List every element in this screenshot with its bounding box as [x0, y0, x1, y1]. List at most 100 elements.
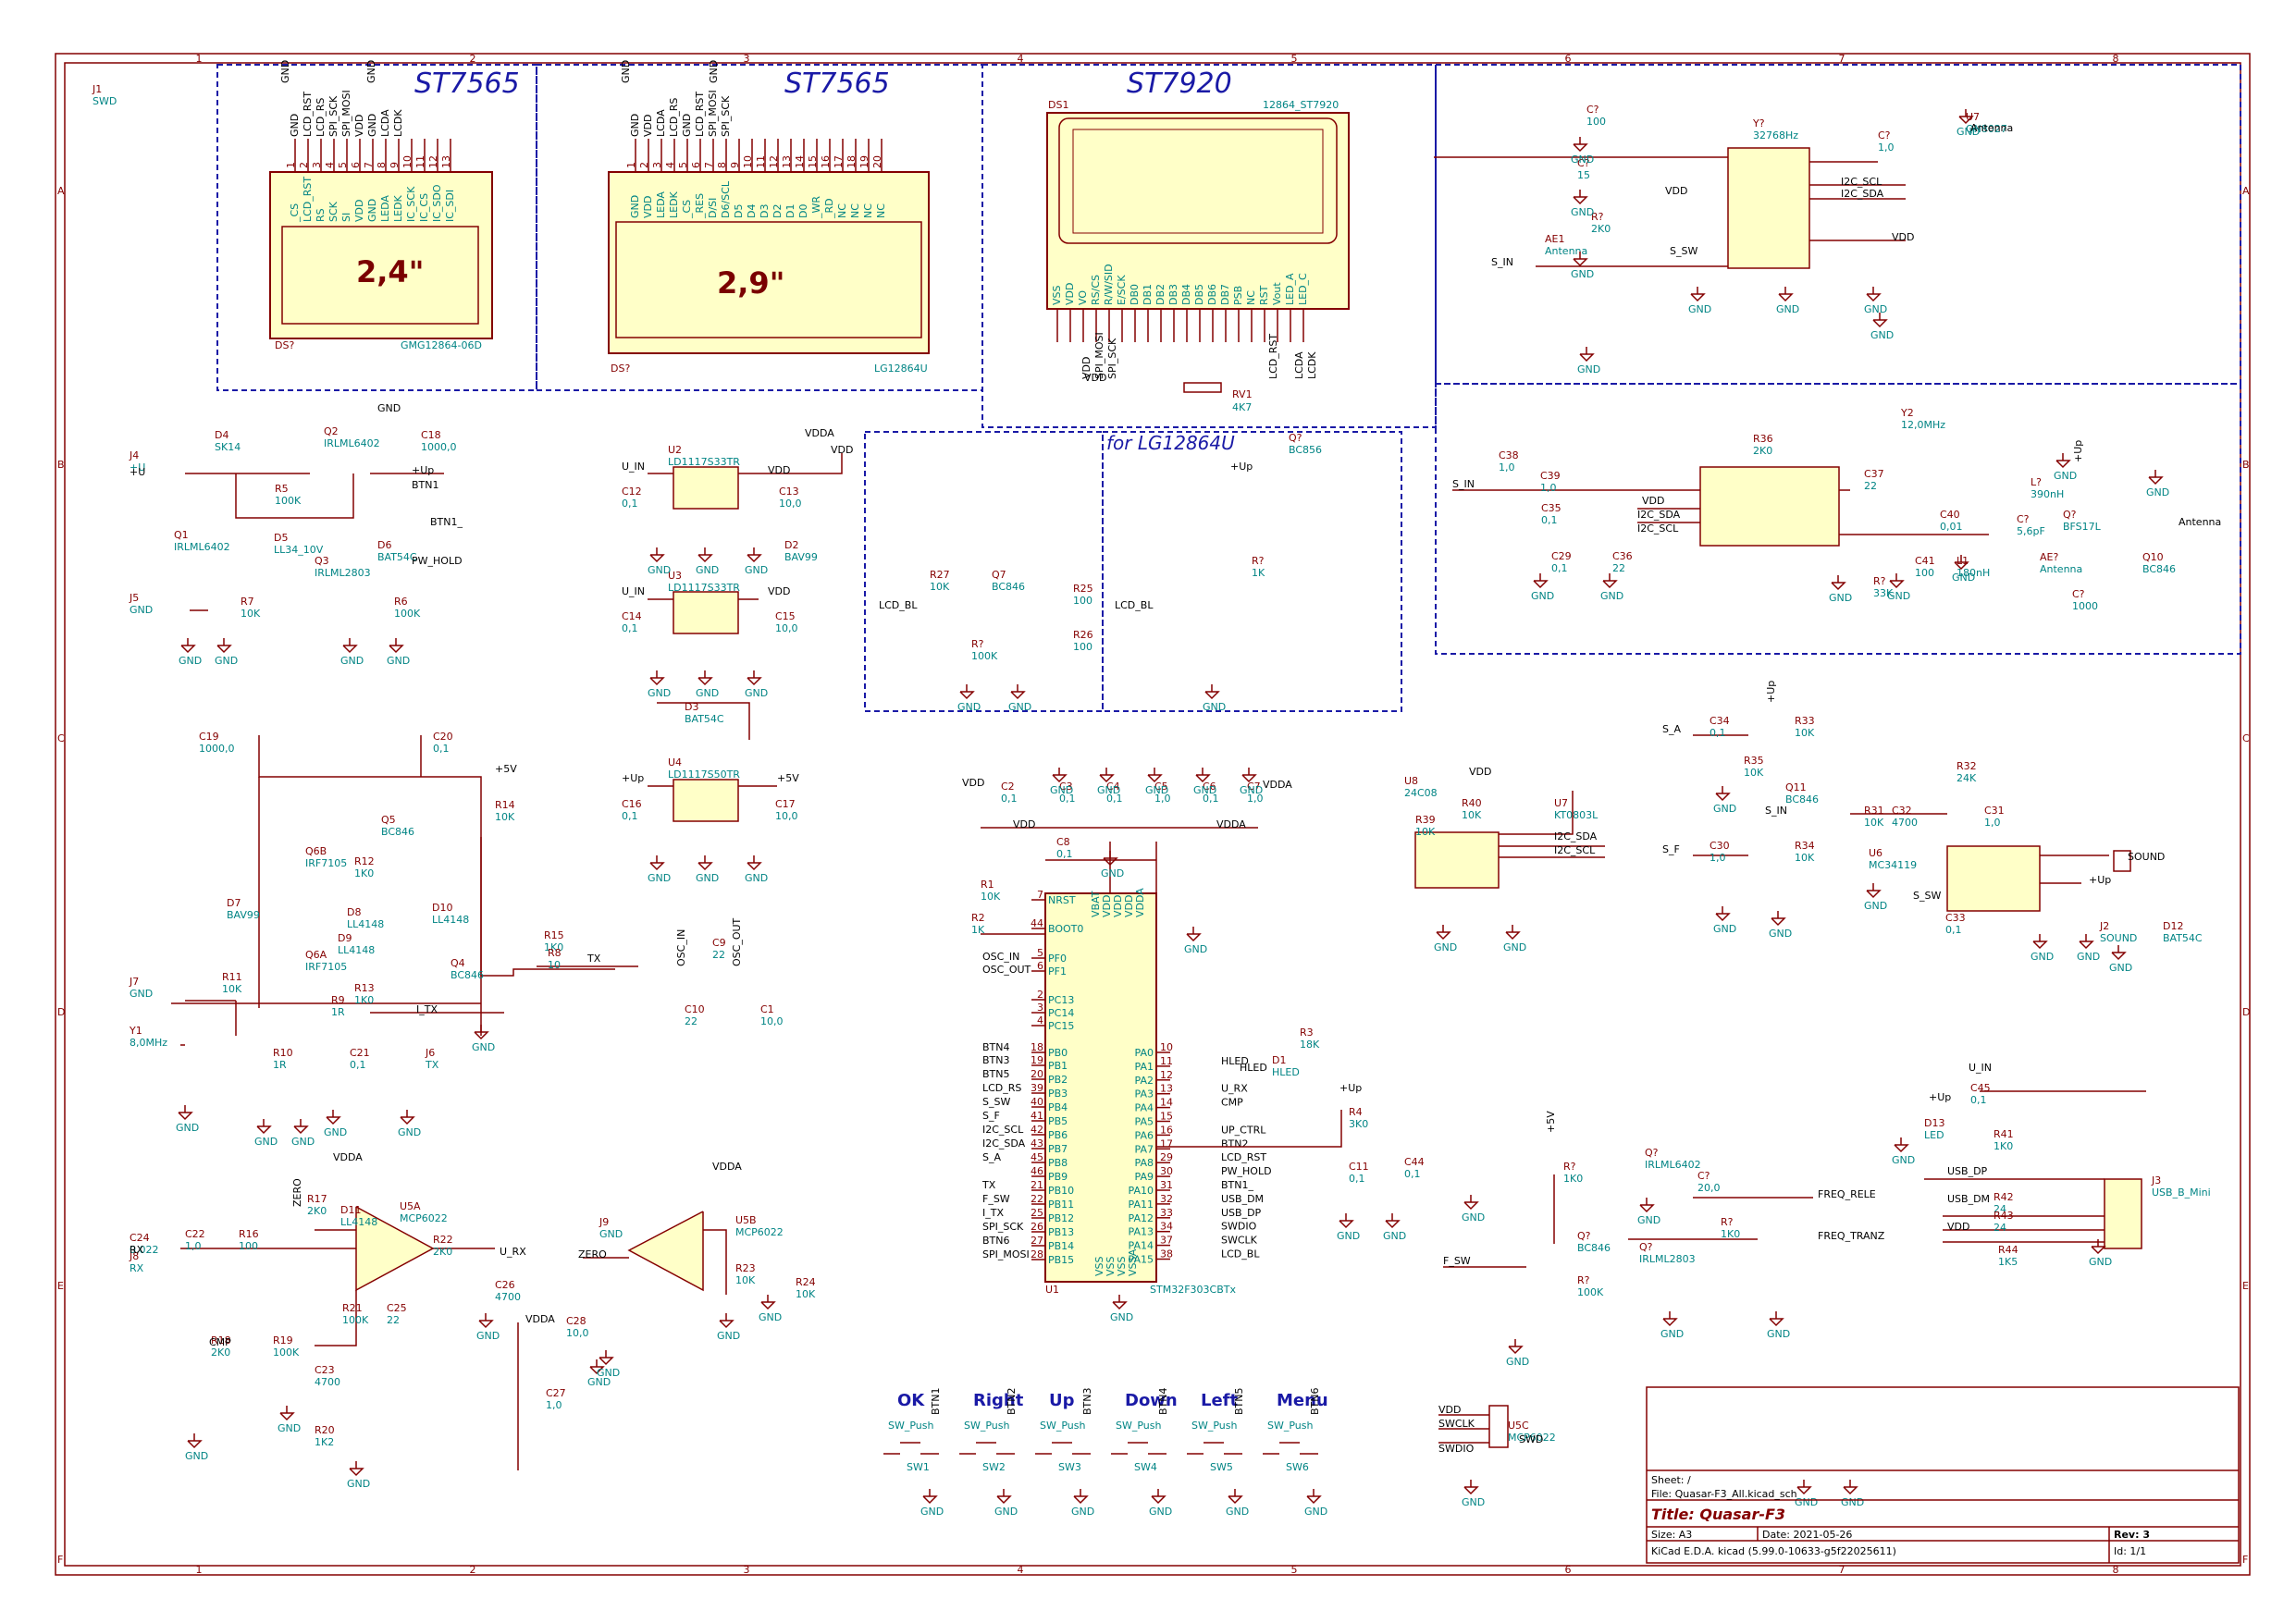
component-ref: R32 [1957, 760, 1977, 772]
component-value: +U [130, 461, 145, 473]
mcu-pin-number: 31 [1160, 1179, 1173, 1191]
mcu-pin-number: 17 [1160, 1137, 1173, 1150]
component-value: 100K [273, 1346, 300, 1359]
component-value: 100K [394, 608, 421, 620]
lcd1-pin: LCD_RST [302, 177, 314, 222]
lcd2-pin: D6/SCL [720, 180, 732, 218]
frame-row-right-C: C [2242, 732, 2250, 744]
component-ref: U8 [1404, 775, 1418, 787]
mcu-net-btn4: BTN4 [982, 1041, 1010, 1053]
component-ref: Q11 [1785, 781, 1807, 793]
component-value: 0,1 [1710, 727, 1726, 739]
lcd1-pin: VDD [353, 200, 365, 222]
lcd3-pin: DB7 [1219, 284, 1231, 305]
lcd1-pin-number: 9 [389, 162, 401, 168]
mcu-net-btn5: BTN5 [982, 1068, 1010, 1080]
component-ref: C15 [775, 610, 796, 622]
component-value: 10K [1744, 767, 1764, 779]
mcu-pin-name: PF1 [1048, 965, 1067, 977]
lcd2-pin: NC [849, 203, 861, 218]
lcd3-pin: VSS [1051, 285, 1063, 305]
component-value: 0,1 [1001, 793, 1018, 805]
mcu-pin-name: PA3 [1135, 1088, 1154, 1100]
lcd3-value: 12864_ST7920 [1263, 99, 1339, 111]
component-ref: C8 [1056, 836, 1070, 848]
ground-symbol [1052, 767, 1067, 782]
component-value: BC846 [451, 969, 484, 981]
component-value: BC846 [992, 581, 1025, 593]
frame-row-D: D [57, 1006, 65, 1018]
lcd1-net: LCD_RST [302, 92, 314, 137]
component-value: 100K [275, 495, 302, 507]
ground-label: GND [1571, 206, 1594, 218]
ground-symbol [649, 855, 664, 870]
ground-label: GND [1184, 943, 1207, 955]
lcd3-pin: VDD [1064, 283, 1076, 305]
component-ref: Q5 [381, 814, 396, 826]
frame-row-E: E [57, 1280, 64, 1292]
net-label-vdd: VDD [1947, 1221, 1969, 1233]
component-ref: R16 [239, 1228, 259, 1240]
net-label-vdd: VDD [1469, 766, 1491, 778]
button-net-btn2: BTN2 [1006, 1388, 1018, 1416]
frame-column-4: 4 [1018, 53, 1024, 65]
component-ref: C6 [1203, 781, 1216, 793]
component-ref: C19 [199, 731, 219, 743]
mcu-ground-pin: VSS [1116, 1256, 1128, 1276]
tb-date: Date: 2021-05-26 [1762, 1529, 1852, 1541]
net-label-vdd: VDD [1892, 231, 1914, 243]
ground-symbol [1796, 1479, 1811, 1494]
component-value: Antenna [2040, 563, 2082, 575]
lcd3-net: SPI_SCK [1106, 338, 1118, 379]
ground-label: GND [1149, 1506, 1172, 1518]
component-value: 10K [1462, 809, 1482, 821]
mcu-pin-name: PC15 [1048, 1020, 1074, 1032]
component-ref: Q3 [315, 555, 329, 567]
component-ref: R? [1721, 1216, 1734, 1228]
mcu-net-hled: HLED [1221, 1055, 1249, 1067]
component-ref: C? [1697, 1170, 1710, 1182]
component-ref: R19 [273, 1334, 293, 1346]
component-ref: R? [1563, 1161, 1576, 1173]
mcu-pin-name: PA9 [1135, 1171, 1154, 1183]
lcd2-pin-number: 7 [703, 162, 715, 168]
component-ref: C37 [1864, 468, 1884, 480]
component-ref: R2 [971, 912, 985, 924]
lcd2-pin: LEDK [668, 191, 680, 218]
component-value: 1K0 [354, 867, 374, 879]
ground-symbol [697, 855, 712, 870]
component-value: 2K0 [211, 1346, 230, 1359]
mcu-pin-number: 2 [1037, 989, 1043, 1001]
ground-symbol [478, 1312, 493, 1328]
ground-symbol [1866, 882, 1881, 898]
ground-label: GND [185, 1450, 208, 1462]
net-label-i2c_sda: I2C_SDA [1554, 830, 1598, 842]
mcu-pin-name: BOOT0 [1048, 923, 1083, 935]
lcd1-net: VDD [353, 115, 365, 137]
button-title-menu: Menu [1277, 1391, 1328, 1410]
component-value: LL4148 [432, 914, 469, 926]
net-label-swdio: SWDIO [1438, 1443, 1475, 1455]
net-label-i2c_scl: I2C_SCL [1637, 523, 1679, 535]
component-value: 1K5 [1998, 1256, 2018, 1268]
component-ref: R15 [544, 929, 564, 941]
component-ref: C30 [1710, 840, 1730, 852]
component-value: SWD [93, 95, 117, 107]
net-label-up: +Up [1929, 1091, 1951, 1103]
mcu-pin-number: 18 [1031, 1041, 1043, 1053]
ground-label: GND [2077, 951, 2100, 963]
ground-symbol [1866, 286, 1881, 301]
net-label-u_in: U_IN [622, 461, 645, 473]
ground-symbol [1573, 189, 1587, 204]
ground-label: GND [1829, 592, 1852, 604]
lcd3-pin: LED_A [1284, 273, 1296, 305]
component-value: 10K [1415, 826, 1436, 838]
component-ref: J2 [2099, 920, 2109, 932]
ground-label: GND [1864, 303, 1887, 315]
ground-label: GND [2146, 486, 2169, 498]
component-value: 2K0 [433, 1246, 452, 1258]
frame-row-right-B: B [2242, 459, 2250, 471]
ground-label: GND [1337, 1230, 1360, 1242]
